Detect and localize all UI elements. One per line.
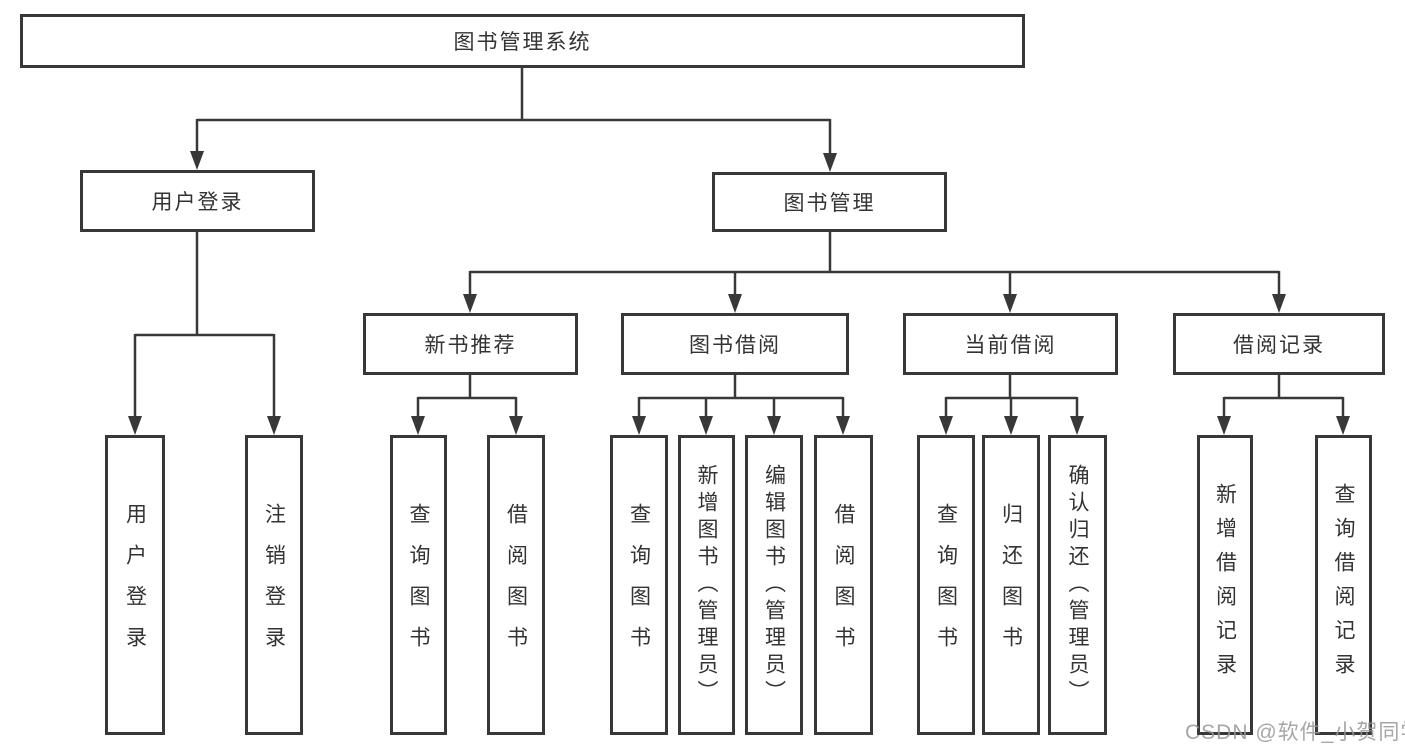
node-new-book-recommendation: 新书推荐 (363, 313, 578, 375)
node-label: 图书管理 (783, 192, 876, 215)
node-query-books-current: 查询图书 (917, 435, 975, 735)
node-borrow-book-recommend: 借阅图书 (487, 435, 545, 735)
node-add-borrow-record: 新增借阅记录 (1197, 435, 1253, 735)
node-label: 借阅记录 (1233, 334, 1325, 357)
node-query-books-recommend: 查询图书 (390, 435, 447, 735)
node-user-login: 用户登录 (80, 170, 315, 232)
node-logout: 注销登录 (245, 435, 303, 735)
node-label: 用户登录 (123, 503, 147, 667)
node-borrow-book: 借阅图书 (814, 435, 873, 735)
node-label: 新增借阅记录 (1213, 483, 1237, 687)
node-label: 图书管理系统 (453, 31, 592, 54)
node-label: 新增图书（管理员） (695, 463, 718, 707)
node-query-borrow-record: 查询借阅记录 (1315, 435, 1372, 735)
node-label: 编辑图书（管理员） (762, 463, 786, 707)
csdn-watermark: CSDN @软件_小贺同学 (1185, 721, 1405, 744)
node-book-management: 图书管理 (712, 172, 947, 232)
node-label: 注销登录 (262, 503, 286, 667)
node-label: 查询图书 (407, 503, 430, 667)
node-return-book: 归还图书 (982, 435, 1040, 735)
node-add-book-admin: 新增图书（管理员） (678, 435, 735, 735)
node-label: 确认归还（管理员） (1066, 463, 1089, 707)
node-label: 归还图书 (999, 503, 1023, 667)
node-label: 查询图书 (934, 503, 958, 667)
node-user-login-action: 用户登录 (105, 435, 165, 735)
node-label: 当前借阅 (964, 334, 1057, 357)
node-borrow-records: 借阅记录 (1173, 313, 1385, 375)
node-current-borrowing: 当前借阅 (903, 313, 1118, 375)
node-label: 用户登录 (151, 191, 244, 214)
node-label: 新书推荐 (424, 334, 517, 357)
node-library-management-system: 图书管理系统 (20, 14, 1025, 68)
node-edit-book-admin: 编辑图书（管理员） (745, 435, 803, 735)
node-label: 借阅图书 (504, 503, 528, 667)
node-label: 图书借阅 (689, 334, 781, 357)
node-query-books-borrowing: 查询图书 (610, 435, 668, 735)
node-label: 查询借阅记录 (1332, 483, 1355, 687)
node-book-borrowing: 图书借阅 (621, 313, 849, 375)
node-label: 查询图书 (627, 503, 651, 667)
node-label: 借阅图书 (832, 503, 855, 667)
arrowheads (128, 151, 1350, 435)
node-confirm-return-admin: 确认归还（管理员） (1048, 435, 1107, 735)
